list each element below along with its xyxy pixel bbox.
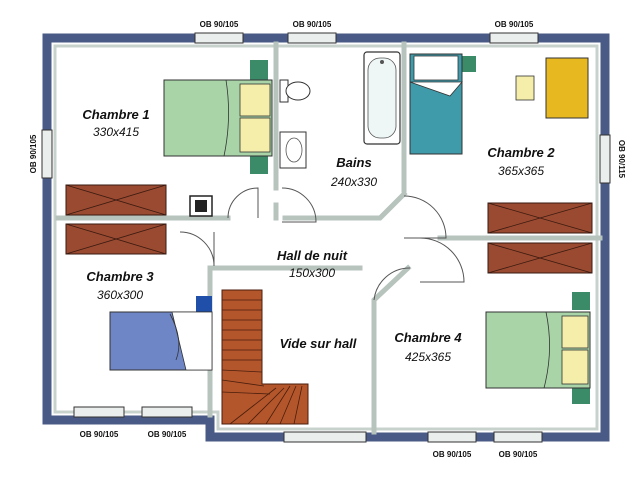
window-right[interactable] xyxy=(599,134,611,184)
window-label-bottom-1: OB 90/105 xyxy=(80,430,119,439)
sink-icon xyxy=(279,131,307,169)
room-dims-chambre4: 425x365 xyxy=(405,350,451,364)
pillow-icon xyxy=(413,55,459,81)
outer-walls xyxy=(42,33,610,442)
nightstand-icon xyxy=(196,296,212,312)
bed-chambre2 xyxy=(409,53,589,155)
closet-chambre1 xyxy=(65,184,167,216)
room-name-chambre2: Chambre 2 xyxy=(487,145,555,160)
room-name-chambre1: Chambre 1 xyxy=(82,107,149,122)
nightstand-icon xyxy=(250,60,268,80)
closet-chambre4 xyxy=(487,242,593,274)
pillow-icon xyxy=(561,349,589,385)
doors xyxy=(179,187,465,301)
window-label-bottom-3: OB 90/105 xyxy=(433,450,472,459)
window-top-mid[interactable] xyxy=(287,32,337,44)
window-bottom-4[interactable] xyxy=(427,431,477,443)
bathtub-icon xyxy=(363,51,401,145)
bed-chambre3 xyxy=(109,296,213,371)
room-dims-chambre3: 360x300 xyxy=(97,288,143,302)
window-top-left[interactable] xyxy=(194,32,244,44)
window-label-right: OB 90/115 xyxy=(617,140,626,179)
closet-chambre2 xyxy=(487,202,593,234)
room-name-bains: Bains xyxy=(336,155,371,170)
door-bains[interactable] xyxy=(281,187,317,223)
windows xyxy=(41,32,611,443)
window-label-left: OB 90/105 xyxy=(29,134,38,173)
yellow-table-icon xyxy=(545,57,589,119)
window-label-top-right: OB 90/105 xyxy=(495,20,534,29)
wall-bains-bottom xyxy=(282,190,408,221)
nightstand-icon xyxy=(460,56,476,72)
window-top-right[interactable] xyxy=(489,32,539,44)
room-name-chambre3: Chambre 3 xyxy=(86,269,154,284)
window-bottom-5[interactable] xyxy=(493,431,543,443)
room-name-vide: Vide sur hall xyxy=(280,336,357,351)
chair-icon xyxy=(515,75,535,101)
room-dims-hall: 150x300 xyxy=(289,266,335,280)
bed-chambre1 xyxy=(163,60,273,174)
nightstand-icon xyxy=(572,292,590,310)
door-chambre4-b[interactable] xyxy=(373,267,411,301)
window-left[interactable] xyxy=(41,129,53,179)
staircase-icon xyxy=(221,289,309,425)
pillow-icon xyxy=(239,117,271,153)
window-labels: OB 90/105 OB 90/105 OB 90/105 OB 90/105 … xyxy=(29,20,626,459)
window-label-top-left: OB 90/105 xyxy=(200,20,239,29)
door-chambre3[interactable] xyxy=(179,231,215,267)
nightstand-icon xyxy=(250,156,268,174)
duct-square xyxy=(189,195,213,217)
toilet-icon xyxy=(279,79,311,103)
window-label-bottom-4: OB 90/105 xyxy=(499,450,538,459)
window-bottom-3[interactable] xyxy=(283,431,367,443)
outer-wall-inner-line xyxy=(53,44,599,431)
window-label-bottom-2: OB 90/105 xyxy=(148,430,187,439)
wall-ch4-left xyxy=(371,264,412,435)
pillow-icon xyxy=(561,315,589,349)
window-bottom-1[interactable] xyxy=(73,406,125,418)
door-chambre2[interactable] xyxy=(403,195,447,239)
room-name-hall: Hall de nuit xyxy=(277,248,348,263)
bed-chambre4 xyxy=(485,292,591,404)
closet-chambre3 xyxy=(65,223,167,255)
door-chambre4[interactable] xyxy=(419,237,465,283)
closets xyxy=(65,184,593,274)
window-label-top-mid: OB 90/105 xyxy=(293,20,332,29)
room-name-chambre4: Chambre 4 xyxy=(394,330,462,345)
room-dims-chambre1: 330x415 xyxy=(93,125,139,139)
room-labels: Chambre 1 330x415 Bains 240x330 Chambre … xyxy=(82,107,555,364)
window-bottom-2[interactable] xyxy=(141,406,193,418)
nightstand-icon xyxy=(572,386,590,404)
pillow-icon xyxy=(239,83,271,117)
room-dims-bains: 240x330 xyxy=(330,175,377,189)
door-chambre1[interactable] xyxy=(227,187,259,219)
outer-wall-outline xyxy=(42,33,610,442)
room-dims-chambre2: 365x365 xyxy=(498,164,544,178)
